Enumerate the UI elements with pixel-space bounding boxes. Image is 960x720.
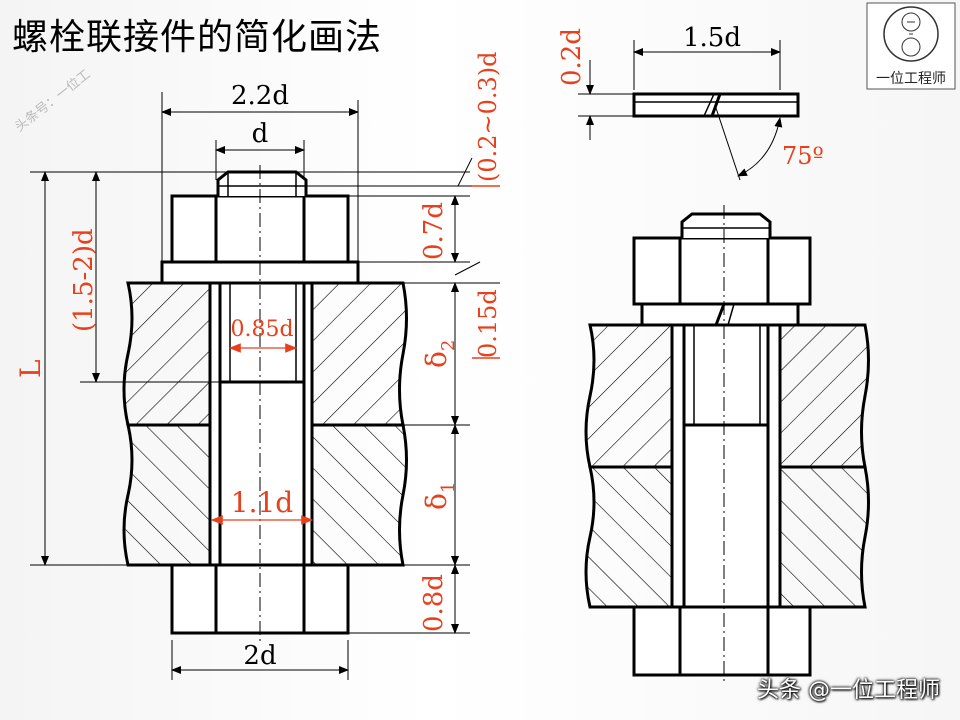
lower-plate-right [310,423,408,567]
logo-seal-icon [866,2,956,90]
label-1-5d: 1.5d [683,23,741,53]
label-2d: 2d [243,641,276,671]
upper-plate-right [310,281,408,427]
label-thread-length: (1.5-2)d [69,228,99,332]
right-bolt-assembly [584,205,870,685]
red-dimensions [210,343,314,525]
nut [170,194,350,264]
label-0-8d: 0.8d [419,574,449,632]
label-d: d [252,119,269,149]
page-title: 螺栓联接件的简化画法 [12,17,383,58]
label-delta2: δ2 [420,340,459,368]
logo: 一位工程师 [866,2,956,90]
label-delta1: δ1 [420,482,459,510]
label-0-15d: 0.15d [474,289,502,358]
label-0-7d: 0.7d [419,202,449,260]
label-0-85d: 0.85d [230,317,293,342]
lower-plate-left [122,423,212,567]
label-chamfer: (0.2~0.3)d [474,51,502,182]
upper-plate-left [122,281,212,427]
left-dimensions [30,92,500,680]
label-2-2d: 2.2d [231,81,289,111]
bolt-end [216,170,308,196]
label-0-2d: 0.2d [557,28,587,86]
logo-caption: 一位工程师 [876,71,946,87]
label-75deg: 75º [782,142,824,170]
label-1-1d: 1.1d [231,486,294,519]
label-L: L [14,359,47,378]
left-bolt-assembly [122,165,408,645]
washer-detail [578,40,800,181]
footer-watermark: 头条 @一位工程师 [757,678,940,703]
